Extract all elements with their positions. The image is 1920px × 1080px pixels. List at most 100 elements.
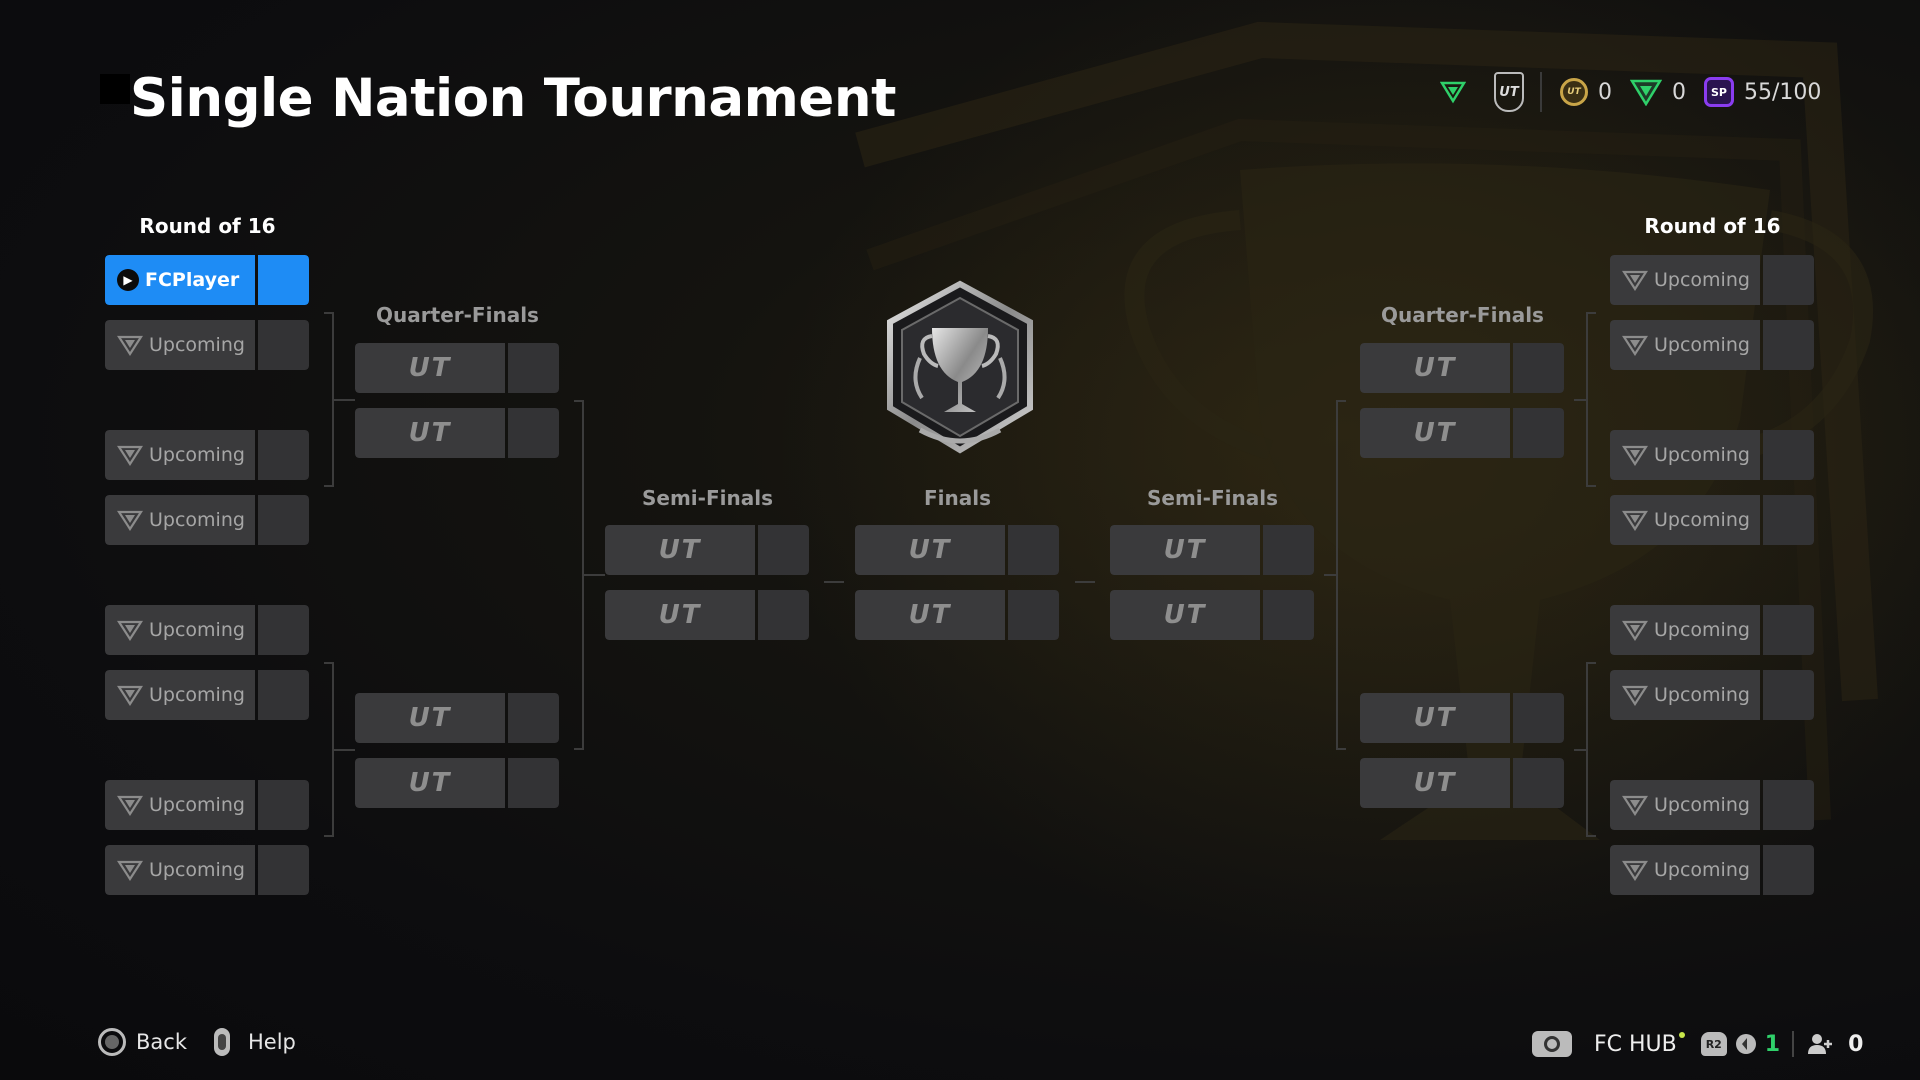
slot-score [1513, 408, 1564, 458]
right-sf-slot-1[interactable]: UT [1110, 525, 1314, 575]
ut-placeholder-icon: UT [408, 418, 452, 448]
left-r16-slot-7[interactable]: Upcoming [105, 780, 309, 830]
online-status-dot [1678, 1032, 1685, 1038]
ut-placeholder-icon: UT [658, 600, 702, 630]
left-r16-slot-4[interactable]: Upcoming [105, 495, 309, 545]
right-r16-slot-1[interactable]: Upcoming [1610, 255, 1814, 305]
left-r16-slot-6[interactable]: Upcoming [105, 670, 309, 720]
friends-icon [1808, 1034, 1833, 1054]
slot-name: ▶FCPlayer [105, 255, 255, 305]
slot-name: Upcoming [1610, 845, 1760, 895]
slot-score [1763, 495, 1814, 545]
left-qf-slot-2[interactable]: UT [355, 408, 559, 458]
right-qf-slot-2[interactable]: UT [1360, 408, 1564, 458]
slot-score [258, 605, 309, 655]
slot-score [1763, 255, 1814, 305]
slot-name: Upcoming [105, 845, 255, 895]
left-r16-slot-1[interactable]: ▶FCPlayer [105, 255, 309, 305]
right-r16-link-1 [1574, 399, 1586, 401]
slot-score [508, 693, 559, 743]
ea-fc-logo-icon [117, 510, 143, 531]
slot-label: Upcoming [149, 334, 245, 356]
slot-name: UT [355, 343, 505, 393]
right-qf-slot-1[interactable]: UT [1360, 343, 1564, 393]
right-r16-slot-4[interactable]: Upcoming [1610, 495, 1814, 545]
ea-fc-logo-icon [117, 620, 143, 641]
slot-name: UT [1360, 758, 1510, 808]
slot-name: Upcoming [105, 495, 255, 545]
sp-icon: SP [1704, 77, 1734, 107]
left-qf-link [584, 574, 605, 576]
help-label: Help [248, 1030, 296, 1054]
slot-label: Upcoming [1654, 444, 1750, 466]
final-slot-2[interactable]: UT [855, 590, 1059, 640]
left-r16-slot-2[interactable]: Upcoming [105, 320, 309, 370]
right-sf-slot-2[interactable]: UT [1110, 590, 1314, 640]
slot-score [258, 670, 309, 720]
right-r16-slot-3[interactable]: Upcoming [1610, 430, 1814, 480]
slot-score [1513, 693, 1564, 743]
finals-label: Finals [923, 486, 991, 510]
right-r16-slot-2[interactable]: Upcoming [1610, 320, 1814, 370]
right-r16-connector-2 [1586, 662, 1596, 837]
right-qf-slot-3[interactable]: UT [1360, 693, 1564, 743]
left-qf-connector [574, 400, 584, 750]
ea-fc-logo-icon [1440, 81, 1466, 104]
trophy-icon [887, 280, 1033, 454]
left-qf-slot-3[interactable]: UT [355, 693, 559, 743]
slot-score [258, 495, 309, 545]
final-slot-1[interactable]: UT [855, 525, 1059, 575]
slot-score [508, 408, 559, 458]
left-qf-slot-1[interactable]: UT [355, 343, 559, 393]
back-button[interactable]: Back [98, 1028, 187, 1056]
right-r16-slot-6[interactable]: Upcoming [1610, 670, 1814, 720]
slot-score [258, 845, 309, 895]
ea-fc-logo-icon [1622, 270, 1648, 291]
slot-name: Upcoming [1610, 605, 1760, 655]
right-r16-slot-8[interactable]: Upcoming [1610, 845, 1814, 895]
right-round-of-16-label: Round of 16 [1644, 214, 1781, 238]
left-qf-slot-4[interactable]: UT [355, 758, 559, 808]
ut-shield-icon: UT [1494, 72, 1524, 112]
slot-name: UT [1110, 590, 1260, 640]
playstation-icon: ▶ [117, 269, 139, 291]
slot-name: Upcoming [105, 780, 255, 830]
slot-score [1763, 845, 1814, 895]
slot-name: Upcoming [1610, 670, 1760, 720]
camera-icon[interactable] [1532, 1031, 1572, 1057]
ut-placeholder-icon: UT [908, 535, 952, 565]
right-qf-slot-4[interactable]: UT [1360, 758, 1564, 808]
fc-hub-label[interactable]: FC HUB [1594, 1031, 1677, 1057]
ea-fc-logo-icon [1622, 860, 1648, 881]
left-sf-slot-1[interactable]: UT [605, 525, 809, 575]
slot-score [1513, 758, 1564, 808]
slot-score [508, 343, 559, 393]
slot-label: Upcoming [1654, 619, 1750, 641]
left-sf-slot-2[interactable]: UT [605, 590, 809, 640]
ea-fc-logo-icon [1622, 445, 1648, 466]
right-r16-slot-7[interactable]: Upcoming [1610, 780, 1814, 830]
right-r16-slot-5[interactable]: Upcoming [1610, 605, 1814, 655]
left-r16-slot-5[interactable]: Upcoming [105, 605, 309, 655]
coins-value: 0 [1598, 79, 1612, 105]
left-r16-link-1 [334, 399, 355, 401]
slot-score [258, 780, 309, 830]
left-r16-slot-3[interactable]: Upcoming [105, 430, 309, 480]
touchpad-button-icon [214, 1028, 230, 1056]
left-sf-link [824, 581, 844, 583]
ut-placeholder-icon: UT [408, 703, 452, 733]
left-r16-slot-8[interactable]: Upcoming [105, 845, 309, 895]
right-qf-link [1324, 574, 1336, 576]
left-semi-finals-label: Semi-Finals [642, 486, 773, 510]
ea-fc-logo-icon [1622, 685, 1648, 706]
ut-placeholder-icon: UT [1413, 418, 1457, 448]
title-marker [100, 74, 130, 104]
help-button[interactable]: Help [214, 1028, 296, 1056]
ut-placeholder-icon: UT [1413, 353, 1457, 383]
circle-button-icon [98, 1028, 126, 1056]
slot-name: Upcoming [1610, 780, 1760, 830]
right-r16-connector-1 [1586, 312, 1596, 487]
slot-label: Upcoming [1654, 684, 1750, 706]
slot-score [1763, 670, 1814, 720]
slot-score [1008, 590, 1059, 640]
